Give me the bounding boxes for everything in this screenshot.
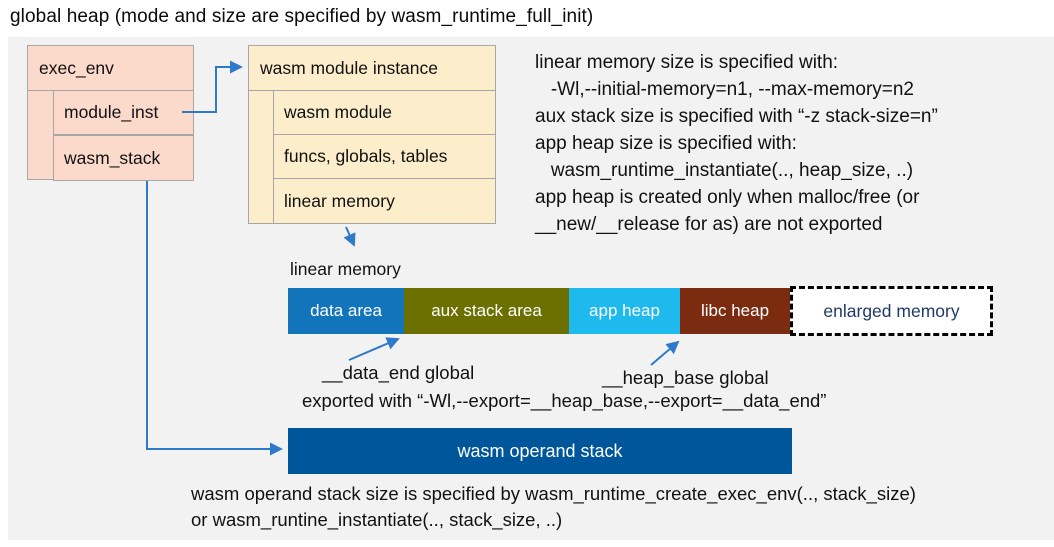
exec-env-title: exec_env bbox=[28, 46, 193, 91]
heap-base-global-label: __heap_base global bbox=[602, 367, 769, 388]
note-line: app heap size is specified with: bbox=[535, 133, 797, 154]
exec-env-field-wasm-stack: wasm_stack bbox=[53, 135, 194, 181]
caption-line: or wasm_runtine_instantiate(.., stack_si… bbox=[191, 509, 563, 530]
module-instance-title: wasm module instance bbox=[249, 46, 495, 91]
segment-data-area: data area bbox=[288, 288, 404, 334]
wasm-operand-stack-bar: wasm operand stack bbox=[288, 428, 792, 474]
exec-env-box: exec_env module_inst wasm_stack bbox=[27, 45, 194, 181]
module-instance-box: wasm module instance wasm module funcs, … bbox=[248, 45, 496, 224]
module-instance-field-wasm-module: wasm module bbox=[273, 90, 496, 135]
exported-with-label: exported with “-Wl,--export=__heap_base,… bbox=[302, 390, 827, 411]
linear-memory-label: linear memory bbox=[290, 259, 401, 279]
operand-stack-caption: wasm operand stack size is specified by … bbox=[191, 481, 916, 533]
note-line: __new/__release for as) are not exported bbox=[535, 214, 883, 235]
note-line: wasm_runtime_instantiate(.., heap_size, … bbox=[535, 160, 914, 181]
note-line: app heap is created only when malloc/fre… bbox=[535, 187, 920, 208]
page-title: global heap (mode and size are specified… bbox=[10, 6, 594, 27]
data-end-global-label: __data_end global bbox=[322, 362, 475, 383]
module-instance-field-linear-memory: linear memory bbox=[273, 178, 496, 224]
exec-env-field-module-inst: module_inst bbox=[53, 90, 194, 135]
note-line: -Wl,--initial-memory=n1, --max-memory=n2 bbox=[535, 79, 914, 100]
caption-line: wasm operand stack size is specified by … bbox=[191, 483, 916, 504]
segment-enlarged-memory: enlarged memory bbox=[790, 286, 993, 336]
size-notes-block: linear memory size is specified with: -W… bbox=[535, 49, 1040, 238]
module-instance-field-funcs-globals-tables: funcs, globals, tables bbox=[273, 134, 496, 179]
note-line: aux stack size is specified with “-z sta… bbox=[535, 106, 938, 127]
segment-app-heap: app heap bbox=[569, 288, 680, 334]
segment-libc-heap: libc heap bbox=[680, 288, 790, 334]
segment-aux-stack-area: aux stack area bbox=[404, 288, 569, 334]
note-line: linear memory size is specified with: bbox=[535, 52, 839, 73]
